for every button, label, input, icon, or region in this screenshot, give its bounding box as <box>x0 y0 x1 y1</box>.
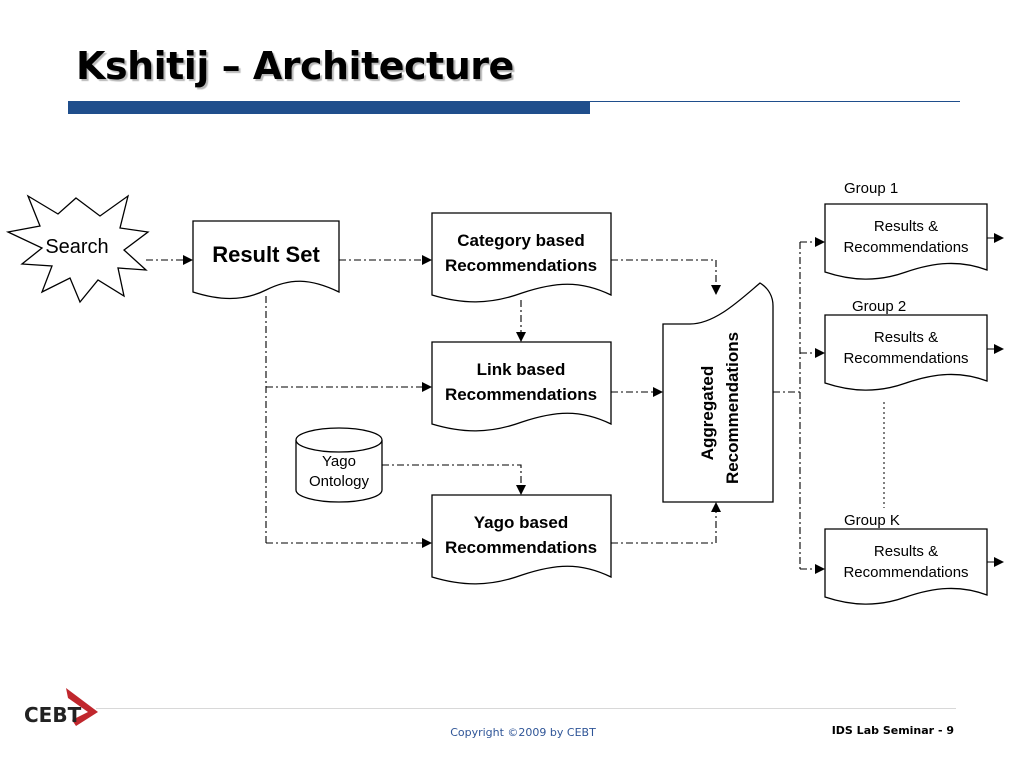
architecture-diagram: Search Result Set Category based Recomme… <box>5 180 1004 605</box>
category-rec-box: Category based Recommendations <box>431 212 612 303</box>
group-k-box-line1: Results & <box>874 543 938 560</box>
group-2-box-line1: Results & <box>874 329 938 346</box>
arrow-yago-to-aggregated <box>611 502 721 544</box>
title-underline-thin <box>590 101 960 102</box>
yago-rec-box: Yago based Recommendations <box>431 494 612 585</box>
search-burst: Search <box>5 194 150 304</box>
arrow-category-to-aggregated <box>611 259 721 295</box>
slide-title: Kshitij – Architecture <box>76 44 514 88</box>
group-k-box-line2: Recommendations <box>843 564 968 581</box>
group-2-box-line2: Recommendations <box>843 350 968 367</box>
group-k-box: Results & Recommendations <box>824 528 988 605</box>
yago-rec-line2: Recommendations <box>445 538 597 557</box>
footer-divider <box>96 708 956 709</box>
yago-ontology-cylinder: Yago Ontology <box>295 427 383 503</box>
link-rec-line2: Recommendations <box>445 385 597 404</box>
group-k-label: Group K <box>844 512 900 529</box>
copyright-text: Copyright ©2009 by CEBT <box>450 726 596 739</box>
link-rec-box: Link based Recommendations <box>431 341 612 432</box>
title-underline-thick <box>68 101 590 114</box>
cebt-logo-text: CEBT <box>24 703 82 727</box>
group-1-box: Results & Recommendations <box>824 203 988 280</box>
connectors <box>146 233 1004 574</box>
yago-rec-line1: Yago based <box>474 513 568 532</box>
link-rec-line1: Link based <box>477 360 566 379</box>
category-rec-line2: Recommendations <box>445 256 597 275</box>
result-set-label: Result Set <box>212 242 320 267</box>
group-1-box-line1: Results & <box>874 218 938 235</box>
group-2-label: Group 2 <box>852 298 906 315</box>
group-1-label: Group 1 <box>844 180 898 197</box>
group-1-box-line2: Recommendations <box>843 239 968 256</box>
aggregated-rec-line2: Recommendations <box>723 332 742 484</box>
arrow-ontology-to-yago <box>382 464 526 495</box>
cebt-logo: CEBT <box>24 688 98 727</box>
yago-ontology-line2: Ontology <box>309 473 370 490</box>
category-rec-line1: Category based <box>457 231 585 250</box>
result-set-box: Result Set <box>192 220 340 300</box>
seminar-label: IDS Lab Seminar - 9 <box>831 724 954 737</box>
search-label: Search <box>45 236 108 258</box>
group-2-box: Results & Recommendations <box>824 314 988 391</box>
aggregated-rec-line1: Aggregated <box>698 366 717 460</box>
aggregated-rec-box: Aggregated Recommendations <box>662 282 774 503</box>
yago-ontology-line1: Yago <box>322 453 356 470</box>
